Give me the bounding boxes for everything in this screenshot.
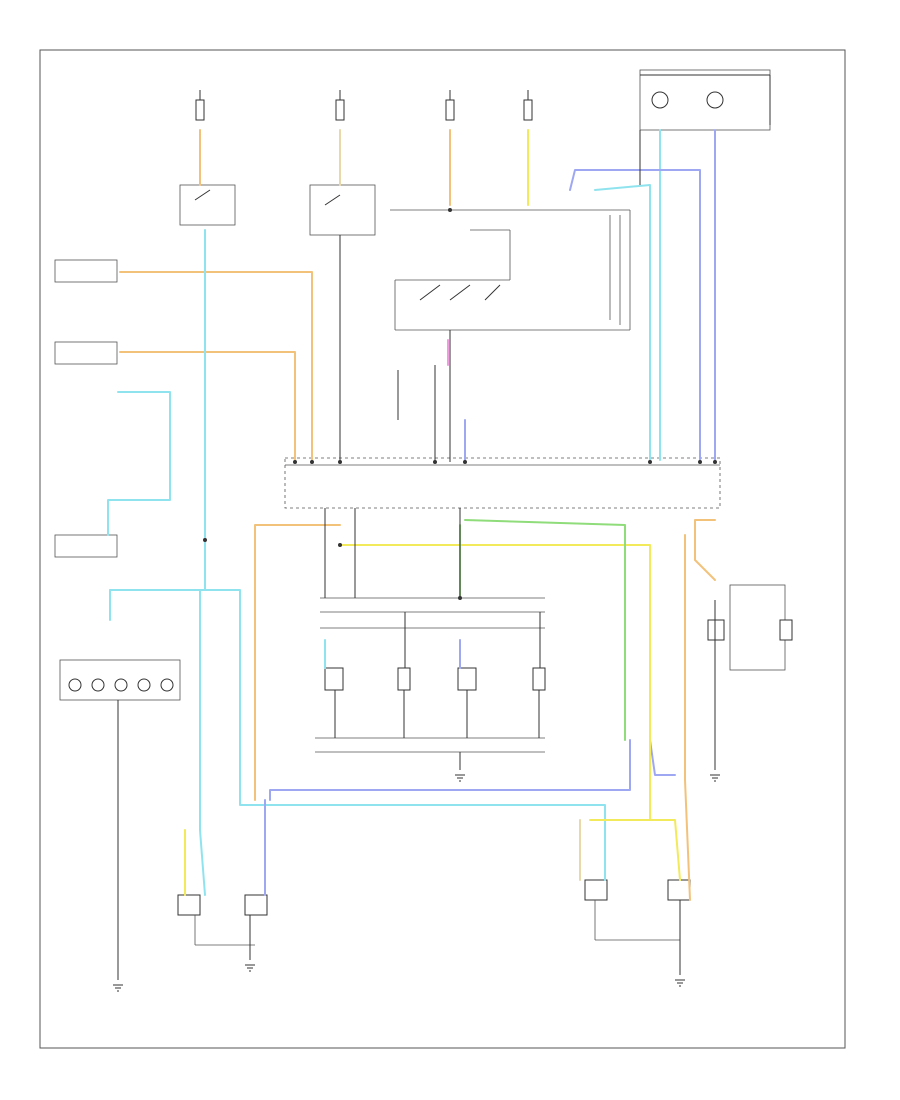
flasher-module [284,457,721,509]
connector-bars [315,597,545,753]
yellow-wires [184,129,681,896]
fuse-1 [195,90,205,121]
fuse-group [195,90,533,121]
rear-lamps [177,879,691,946]
ground-2 [245,964,255,972]
black-wires [117,130,716,980]
lamp-left-rear-stop [177,894,201,916]
instrument-cluster [59,659,181,701]
lamp-cargo [639,69,771,131]
lamp-left-front-turn [397,667,411,691]
fuse-3 [445,90,455,121]
fuse-4 [523,90,533,121]
light-blue-wires [107,129,661,896]
lamp-right-rear-turn [667,879,691,901]
lamp-left-rear-turn [244,894,268,916]
hazard-switch [309,184,376,236]
lamp-right-front-turn [532,667,546,691]
ground-4 [710,774,720,782]
lamp-center-high-stop [707,584,793,671]
brake-switch [179,184,236,226]
tan-wires [339,129,581,881]
connector-dots [203,208,717,600]
grounds [113,774,720,992]
front-lamps [324,667,546,691]
fuse-2 [335,90,345,121]
ground-1 [113,984,123,992]
lamp-right-rear-stop [584,879,608,901]
diagram-frame [39,49,846,1049]
lamp-right-front-park [457,667,477,691]
ground-5 [455,774,465,782]
orange-wires [119,129,716,901]
green-wires [459,519,626,741]
ground-3 [675,979,685,987]
left-module-boxes [54,259,118,558]
blue-wires [264,129,716,896]
turn-signal-switch [390,209,631,331]
lamp-left-front-park [324,667,344,691]
